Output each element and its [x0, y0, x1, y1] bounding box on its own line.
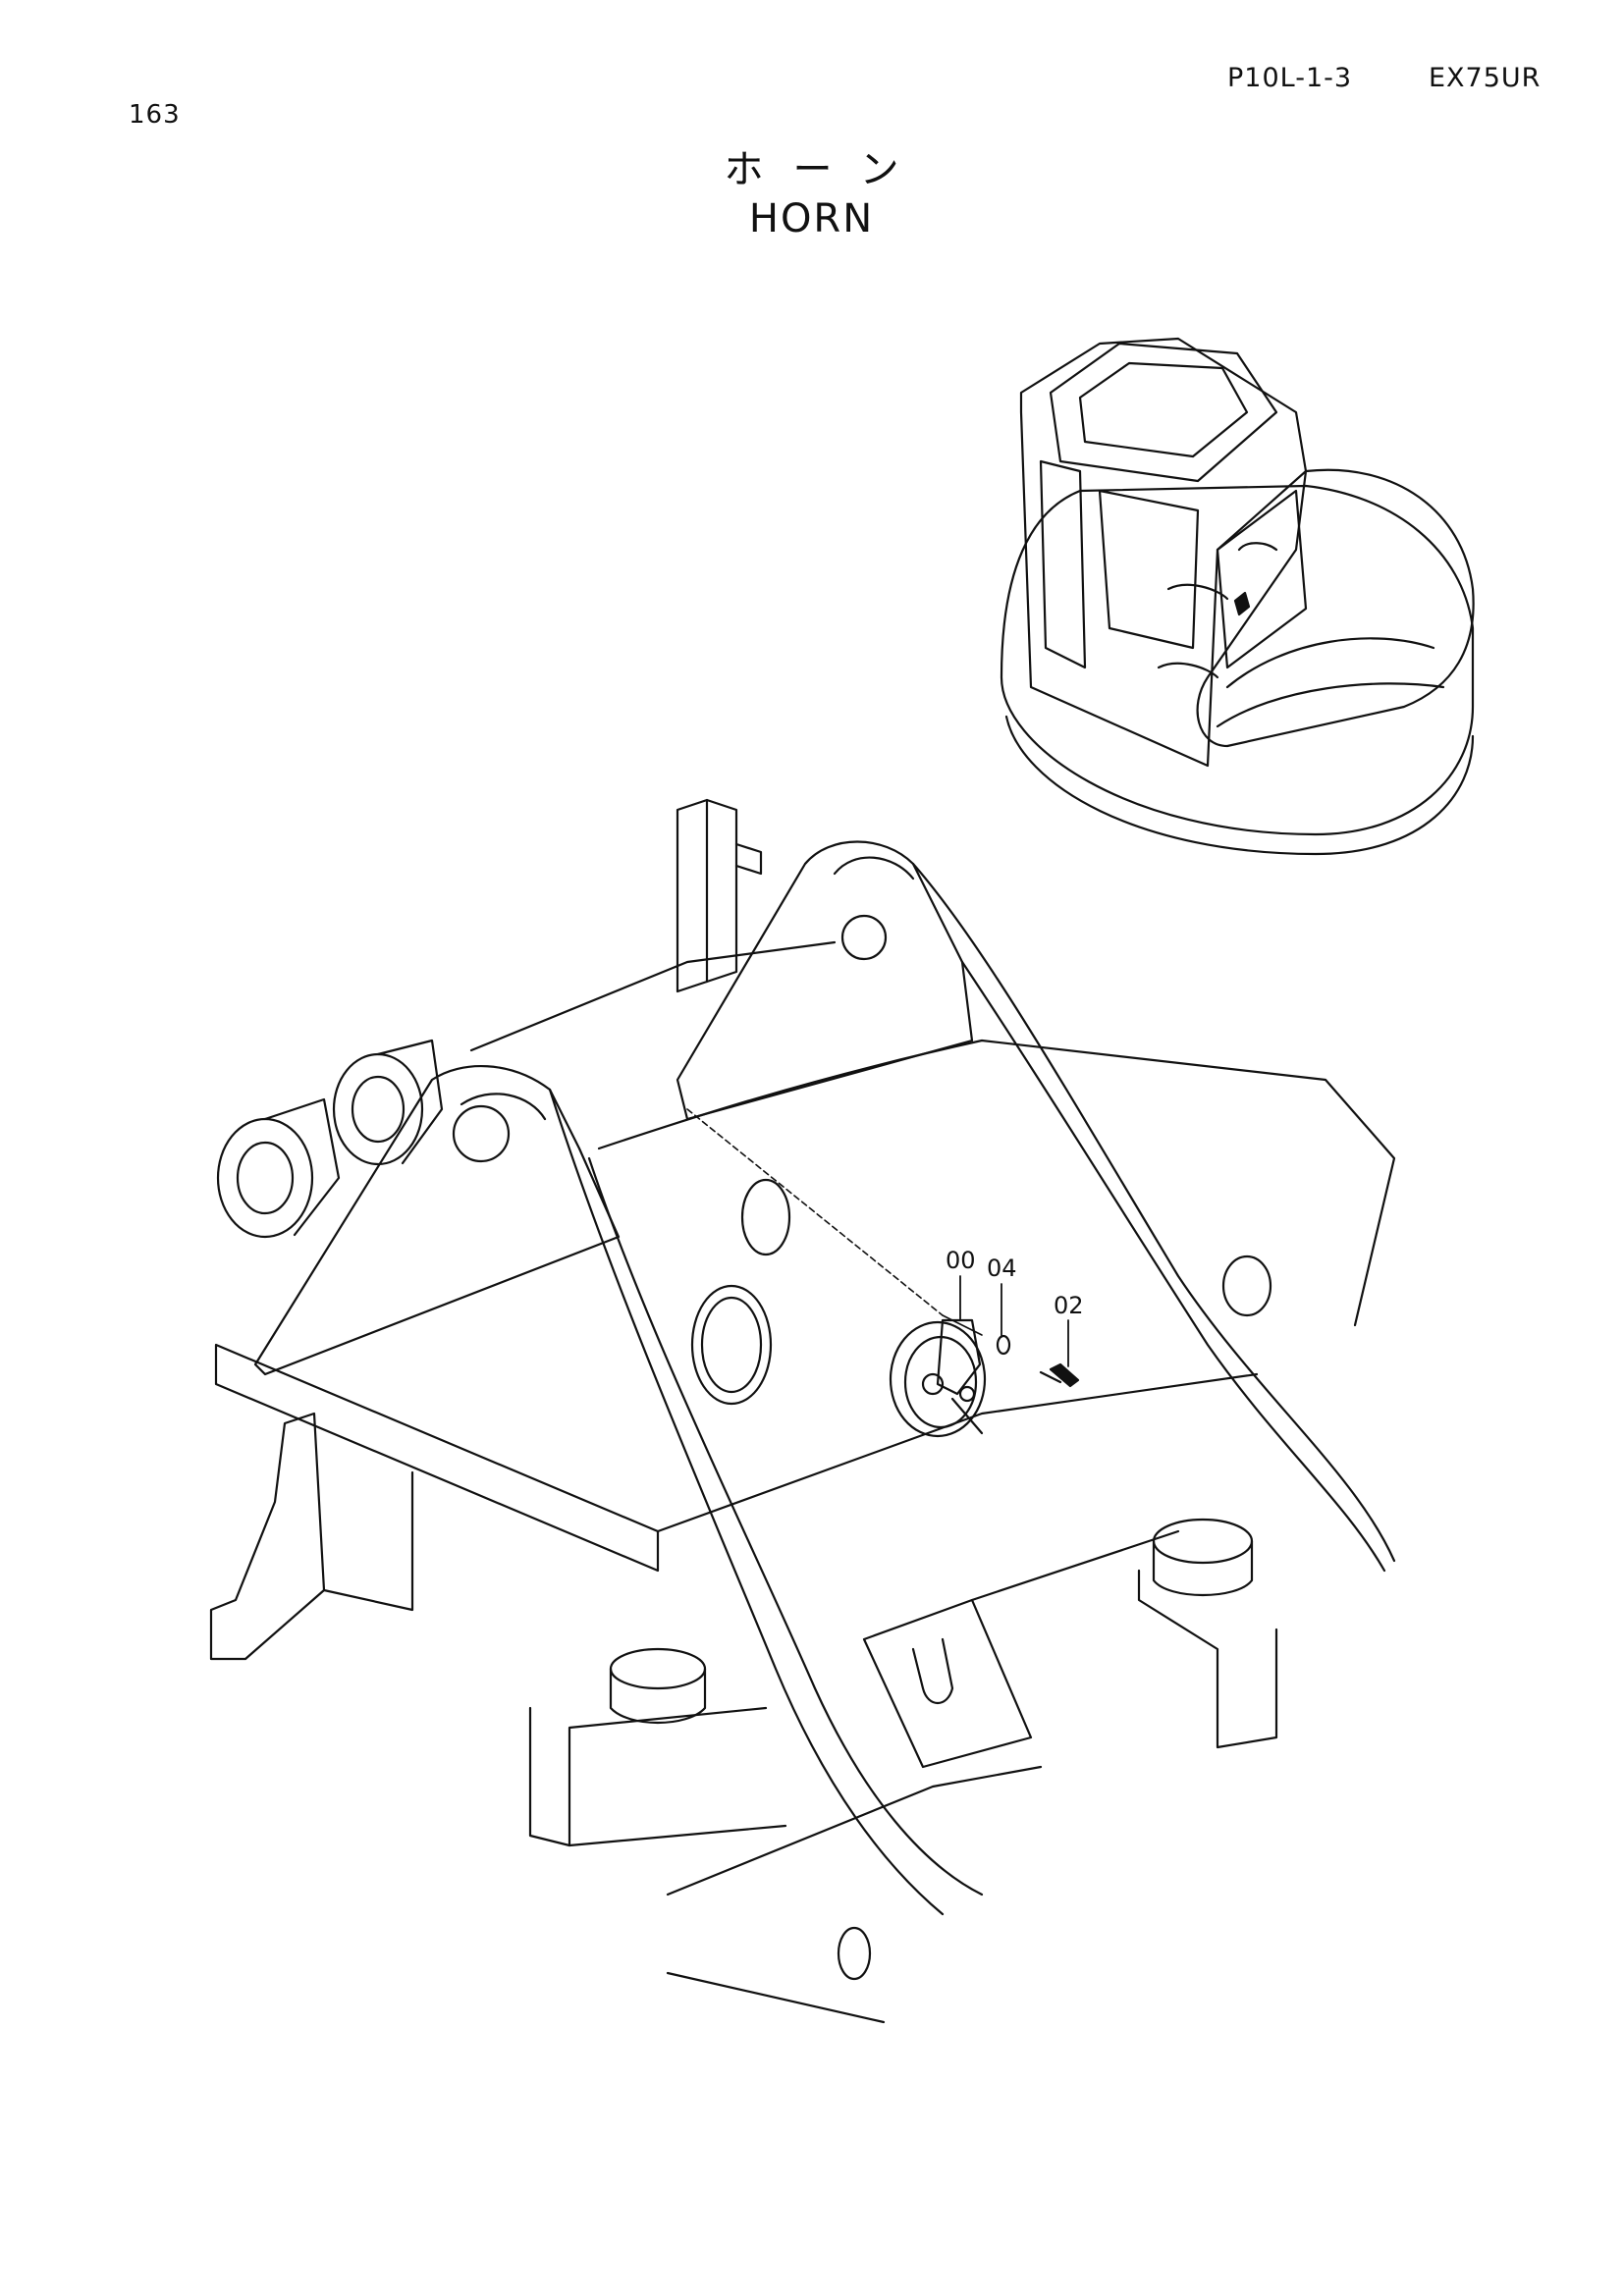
- title-japanese: ホーン: [724, 147, 929, 192]
- excavator-overview-inset: [1000, 337, 1475, 856]
- main-frame-drawing: [209, 798, 1396, 2024]
- callout-00: 00: [946, 1247, 976, 1274]
- callout-02: 02: [1054, 1292, 1084, 1319]
- horn-assembly: [686, 1108, 1080, 1438]
- callout-leaders: [959, 1275, 1069, 1367]
- model-code: EX75UR: [1429, 63, 1542, 93]
- page-number: 163: [129, 100, 181, 130]
- callout-04: 04: [987, 1255, 1017, 1282]
- title-english: HORN: [748, 196, 875, 241]
- section-code: P10L-1-3: [1227, 63, 1353, 93]
